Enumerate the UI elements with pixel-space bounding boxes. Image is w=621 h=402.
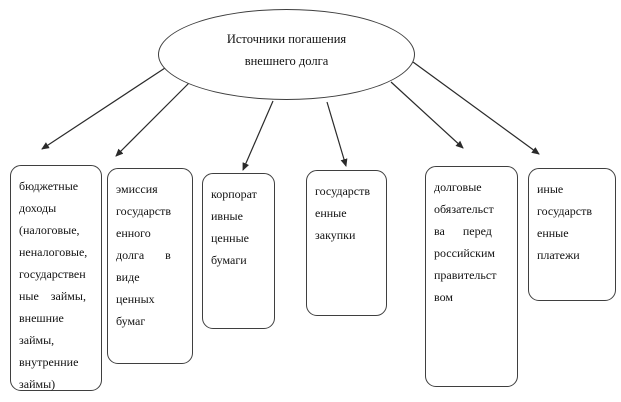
- arrow-to-state-procurement: [326, 101, 348, 167]
- node-corporate-securities: корпорат ивные ценные бумаги: [202, 173, 275, 329]
- arrow-to-debt-obligations: [390, 81, 464, 149]
- node-state-procurement-label: государств енные закупки: [315, 184, 371, 242]
- node-state-procurement: государств енные закупки: [306, 170, 387, 316]
- node-budget-revenues: бюджетные доходы (налоговые, неналоговые…: [10, 165, 102, 391]
- arrow-to-state-debt-emission: [115, 80, 192, 157]
- arrow-to-budget-revenues: [41, 67, 166, 150]
- arrow-to-other-state-payments: [412, 61, 540, 155]
- node-state-debt-emission: эмиссия государств енного долга в виде ц…: [107, 168, 193, 364]
- node-state-debt-emission-label: эмиссия государств енного долга в виде ц…: [116, 182, 172, 328]
- node-budget-revenues-label: бюджетные доходы (налоговые, неналоговые…: [19, 179, 88, 391]
- arrow-to-corporate-securities: [242, 100, 274, 171]
- root-node-ellipse: Источники погашения внешнего долга: [158, 9, 415, 100]
- node-debt-obligations: долговые обязательст ва перед российским…: [425, 166, 518, 387]
- node-other-state-payments-label: иные государств енные платежи: [537, 182, 593, 262]
- node-corporate-securities-label: корпорат ивные ценные бумаги: [211, 187, 257, 267]
- node-other-state-payments: иные государств енные платежи: [528, 168, 616, 301]
- node-debt-obligations-label: долговые обязательст ва перед российским…: [434, 180, 497, 304]
- root-node-label: Источники погашения внешнего долга: [226, 31, 347, 68]
